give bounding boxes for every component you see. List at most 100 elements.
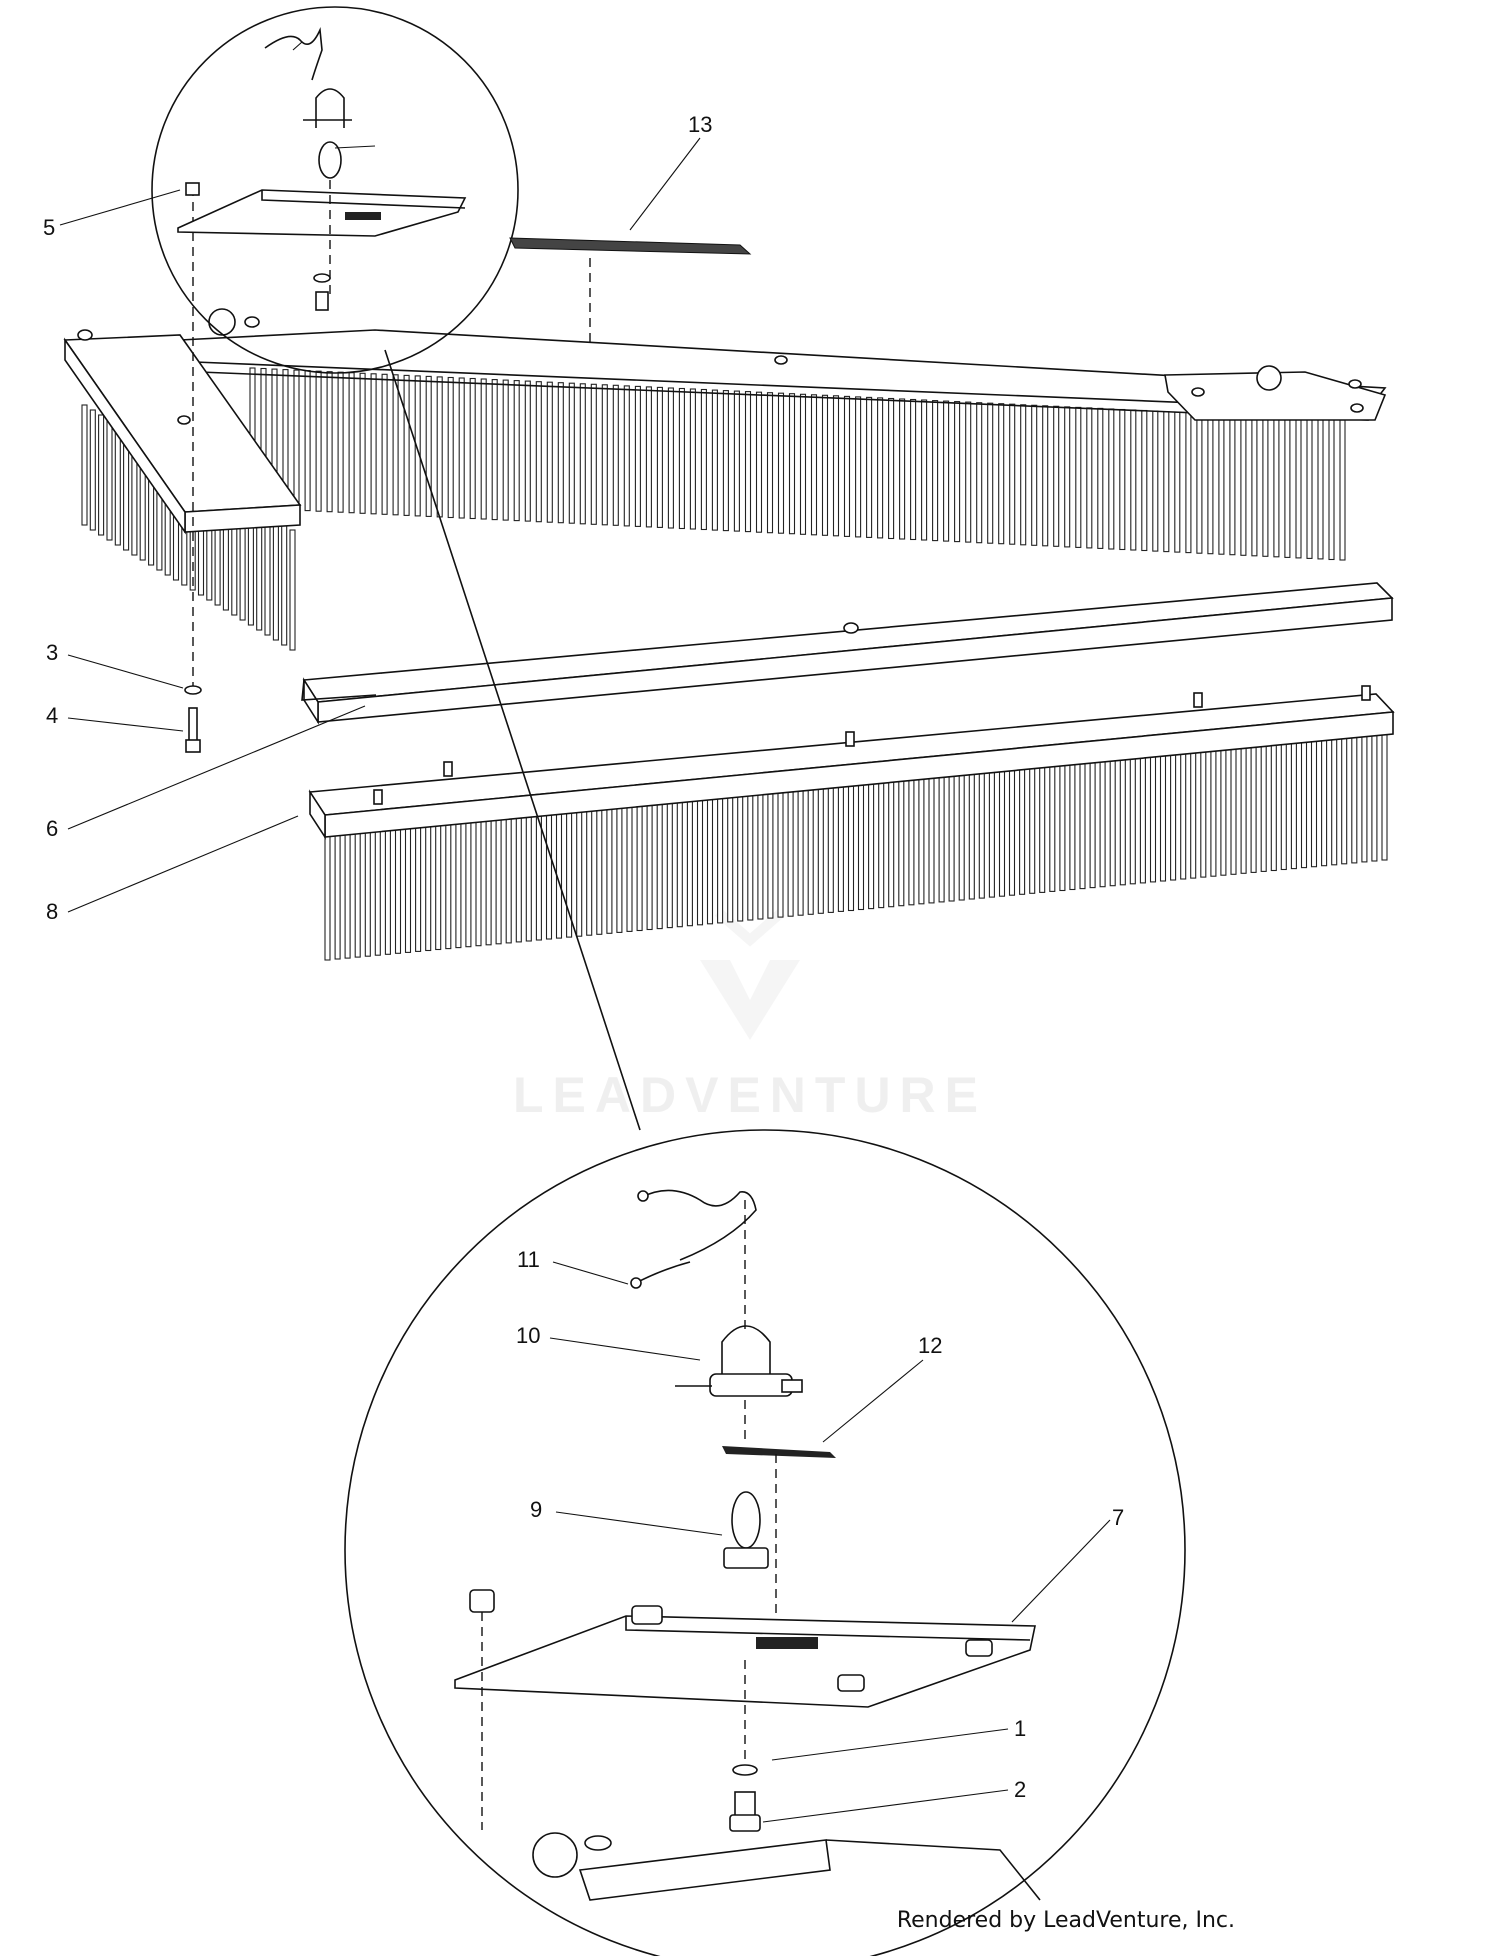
lower-bristle: [898, 775, 905, 907]
upper-bristle: [436, 376, 443, 518]
lower-bristle: [757, 788, 764, 920]
upper-bristle: [1064, 406, 1071, 548]
upper-bristle: [899, 398, 906, 540]
lower-bristle: [1170, 749, 1177, 881]
lower-bristle: [435, 818, 442, 951]
upper-bristle: [755, 391, 763, 533]
upper-bristle: [612, 384, 619, 526]
lower-bristle: [888, 776, 895, 908]
lower-bristle: [1049, 760, 1056, 892]
callout-6: 6: [46, 816, 58, 841]
upper-bristle: [502, 379, 509, 521]
upper-bristle: [293, 369, 300, 511]
lower-brush: [308, 685, 1395, 961]
upper-bristle: [645, 386, 652, 528]
upper-bristle: [855, 396, 862, 538]
lower-bristle: [827, 781, 834, 913]
lower-bristle: [878, 777, 885, 909]
upper-bristle: [348, 372, 355, 514]
upper-bristle: [535, 381, 542, 523]
watermark-text: LEADVENTURE: [513, 1067, 987, 1123]
lower-bristle: [334, 828, 341, 960]
lower-bristle: [998, 765, 1006, 897]
lower-bristle: [767, 787, 774, 919]
lower-bristle: [344, 827, 351, 959]
upper-bristle: [910, 398, 917, 541]
upper-bristle: [513, 380, 520, 522]
upper-bristle: [1075, 406, 1082, 548]
lower-bristle: [1321, 735, 1328, 867]
lower-bristle: [515, 811, 522, 943]
upper-bristle: [480, 378, 487, 520]
lower-bristle: [384, 823, 391, 955]
lower-bristle: [1129, 753, 1136, 885]
watermark-logo: LEADVENTURE: [513, 908, 987, 1123]
arm-bristle: [89, 409, 96, 531]
upper-bristle: [1240, 414, 1247, 556]
lower-bristle: [1069, 758, 1076, 891]
upper-bristle: [1273, 416, 1280, 558]
lower-bristle: [374, 824, 381, 956]
lower-bristle: [747, 789, 754, 921]
lower-bristle: [978, 767, 985, 899]
upper-bristle: [1020, 404, 1027, 546]
upper-bristle: [678, 387, 685, 530]
upper-bristle: [326, 371, 333, 513]
callout-10: 10: [516, 1323, 540, 1348]
upper-bristle: [921, 399, 928, 541]
lower-bristle: [958, 769, 965, 901]
upper-bristle: [392, 374, 399, 516]
lower-bristle: [1260, 740, 1267, 872]
lower-bristle: [1290, 738, 1297, 870]
upper-bristle: [1053, 405, 1060, 547]
upper-bristle: [381, 373, 388, 515]
lower-bristle: [525, 810, 532, 942]
lower-bristle: [656, 798, 663, 930]
upper-bristle: [425, 375, 432, 517]
upper-bristle: [1317, 418, 1324, 560]
upper-bristle: [1086, 407, 1093, 549]
callout-4: 4: [46, 703, 58, 728]
callout-7: 7: [1112, 1505, 1124, 1530]
upper-bristle: [667, 387, 674, 529]
lower-bristle: [1240, 742, 1247, 874]
lower-bristle: [918, 773, 925, 905]
upper-bristle: [458, 377, 465, 519]
upper-bristle: [976, 402, 983, 544]
lower-bristle: [1361, 731, 1368, 863]
upper-bristle: [315, 370, 322, 512]
upper-bristle: [821, 394, 829, 536]
lower-bristle: [475, 815, 482, 947]
upper-bristle: [1262, 415, 1269, 557]
upper-bristle: [1185, 412, 1192, 554]
lower-bristle: [586, 804, 593, 936]
lower-bristle: [1220, 744, 1227, 876]
lower-bristle: [717, 792, 724, 924]
lower-bristle: [988, 766, 995, 898]
upper-bristle: [733, 390, 740, 532]
upper-bristle: [557, 382, 564, 524]
arm-bristle: [106, 419, 113, 541]
upper-bristle: [766, 392, 774, 534]
lower-bristle: [415, 820, 422, 952]
lower-bristle: [1381, 729, 1388, 861]
upper-bristle: [1306, 417, 1313, 559]
lower-bristle: [1351, 732, 1358, 864]
lower-bristle: [596, 803, 603, 935]
lower-bristle: [1059, 759, 1066, 892]
lower-bristle: [1089, 757, 1096, 889]
upper-bristle: [832, 395, 840, 537]
lower-bristle: [847, 779, 855, 912]
upper-bristle: [998, 403, 1005, 545]
arm-bristle: [281, 524, 288, 646]
lower-bristle: [1300, 737, 1308, 869]
lower-bristle: [868, 778, 875, 910]
upper-bristle: [943, 400, 950, 542]
label-plate: [509, 237, 752, 348]
callout-2: 2: [1014, 1777, 1026, 1802]
lower-bristle: [505, 812, 512, 944]
lower-bristle: [817, 782, 824, 914]
upper-bristle: [546, 381, 553, 523]
callout-3: 3: [46, 640, 58, 665]
upper-bristle: [403, 374, 410, 516]
